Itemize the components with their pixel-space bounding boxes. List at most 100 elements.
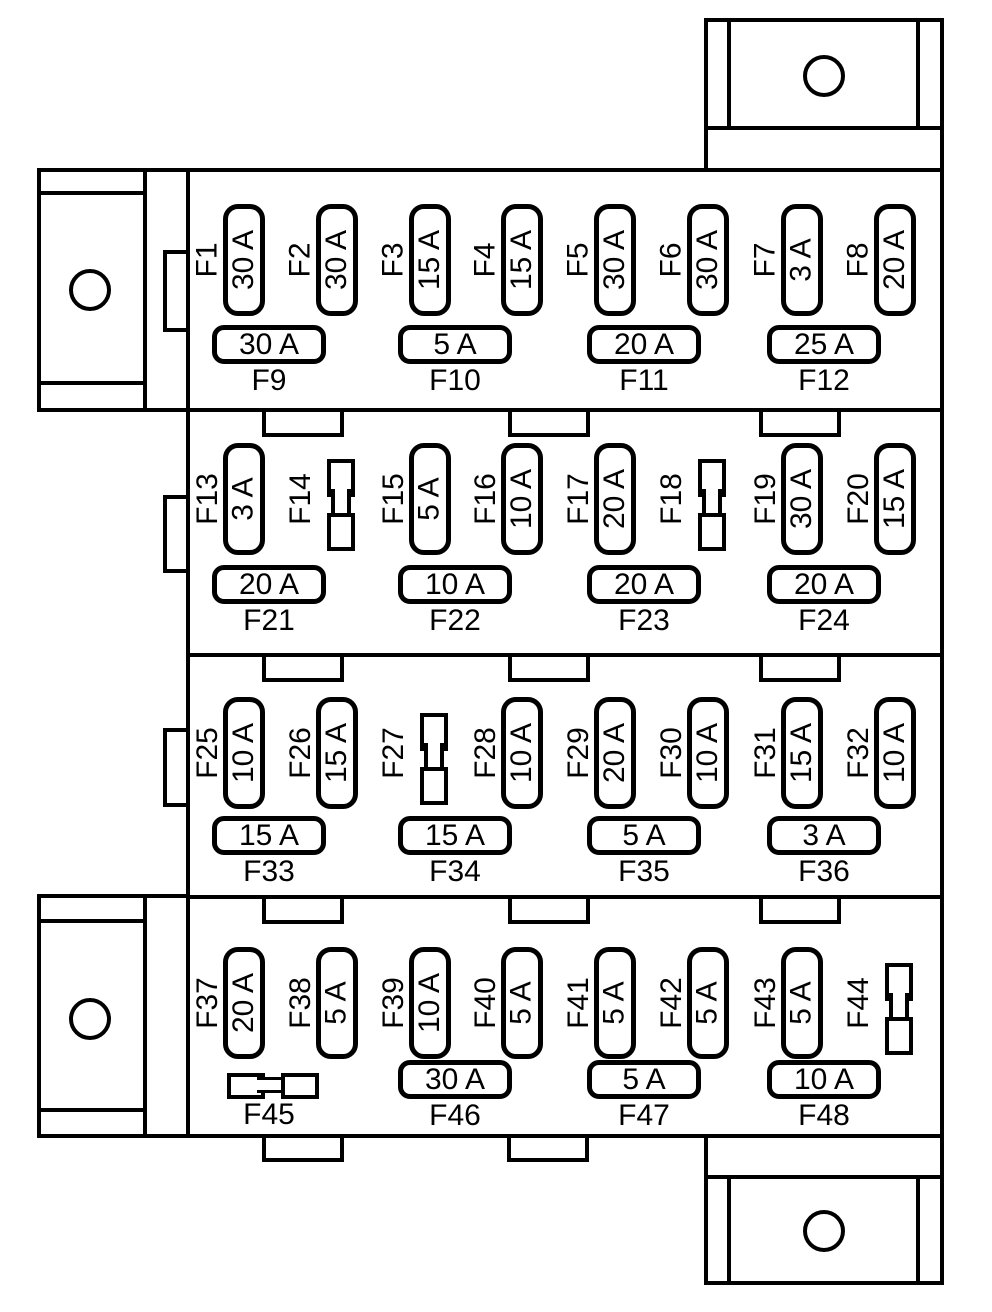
fuse-F10-text: 5 A — [433, 327, 477, 361]
fuse-label-F30: F30 — [652, 697, 692, 809]
fuse-label-F5: F5 — [559, 204, 599, 316]
spare-fuse-part — [257, 1077, 281, 1093]
bracket-divider — [704, 1175, 944, 1179]
bracket-flange — [37, 919, 147, 923]
fuse-F16-text: 10 A — [505, 468, 538, 530]
fuse-label-F3: F3 — [374, 204, 414, 316]
fuse-F11-text: 20 A — [613, 327, 675, 361]
fuse-label-F36: F36 — [767, 857, 881, 887]
fuse-F26: 15 A — [316, 697, 358, 809]
bracket-flange — [727, 18, 731, 130]
fuse-label-F47-text: F47 — [618, 1099, 670, 1132]
fuse-label-F40-text: F40 — [469, 977, 503, 1029]
fuse-F21-text: 20 A — [238, 567, 300, 601]
fuse-F43-text: 5 A — [785, 981, 818, 1025]
fuse-label-F48: F48 — [767, 1101, 881, 1131]
fuse-label-F46: F46 — [398, 1101, 512, 1131]
fuse-label-F42-text: F42 — [655, 977, 689, 1029]
fuse-F25-text: 10 A — [227, 722, 260, 784]
fuse-F34-text: 15 A — [424, 818, 486, 852]
fuse-label-F44: F44 — [839, 947, 879, 1059]
fuse-label-F15-text: F15 — [377, 473, 411, 525]
fuse-F17-text: 20 A — [598, 468, 631, 530]
fuse-label-F15: F15 — [374, 443, 414, 555]
fuse-label-F14-text: F14 — [284, 473, 318, 525]
fuse-F35: 5 A — [587, 816, 701, 855]
fuse-label-F43-text: F43 — [749, 977, 783, 1029]
fuse-label-F9-text: F9 — [251, 364, 287, 397]
fuse-F29: 20 A — [594, 697, 636, 809]
fuse-label-F21-text: F21 — [243, 604, 295, 637]
fuse-label-F16-text: F16 — [469, 473, 503, 525]
fuse-label-F6-text: F6 — [654, 242, 688, 278]
fuse-F48-text: 10 A — [793, 1062, 855, 1096]
bracket-divider — [143, 894, 147, 1138]
fuse-F15-text: 5 A — [413, 477, 446, 521]
connector-tab — [508, 895, 590, 924]
fuse-label-F10: F10 — [398, 366, 512, 396]
bracket-flange — [37, 1108, 147, 1112]
fuse-F20-text: 15 A — [878, 468, 911, 530]
fuse-label-F33-text: F33 — [243, 855, 295, 888]
fuse-label-F32: F32 — [839, 697, 879, 809]
fuse-label-F28-text: F28 — [469, 727, 503, 779]
fuse-F46: 30 A — [398, 1060, 512, 1099]
fuse-F25: 10 A — [223, 697, 265, 809]
fuse-label-F14: F14 — [281, 443, 321, 555]
fuse-label-F39: F39 — [374, 947, 414, 1059]
fuse-F28-text: 10 A — [505, 722, 538, 784]
fuse-F40: 5 A — [501, 947, 543, 1059]
mounting-hole — [803, 55, 845, 97]
bracket-flange — [37, 191, 147, 195]
fuse-label-F36-text: F36 — [798, 855, 850, 888]
fuse-label-F39-text: F39 — [377, 977, 411, 1029]
fuse-F3-text: 15 A — [413, 229, 446, 291]
fuse-label-F22-text: F22 — [429, 604, 481, 637]
fuse-label-F40: F40 — [466, 947, 506, 1059]
fuse-label-F45: F45 — [212, 1100, 326, 1130]
spare-fuse-part — [281, 1073, 319, 1099]
bracket-flange — [727, 1179, 731, 1285]
connector-tab — [759, 895, 841, 924]
fuse-F41-text: 5 A — [598, 981, 631, 1025]
fuse-F36-text: 3 A — [802, 818, 846, 852]
fuse-F17: 20 A — [594, 443, 636, 555]
fuse-F39-text: 10 A — [413, 972, 446, 1034]
fuse-label-F1-text: F1 — [190, 242, 224, 278]
spare-fuse-symbol-F45 — [227, 1073, 319, 1099]
fuse-label-F32-text: F32 — [842, 727, 876, 779]
fuse-F10: 5 A — [398, 325, 512, 364]
connector-tab — [508, 408, 590, 437]
fuse-label-F31-text: F31 — [749, 727, 783, 779]
fuse-label-F34-text: F34 — [429, 855, 481, 888]
fuse-label-F17: F17 — [559, 443, 599, 555]
fuse-F2-text: 30 A — [320, 229, 353, 291]
bracket-divider — [704, 126, 944, 130]
connector-tab — [507, 1134, 589, 1162]
fuse-label-F24-text: F24 — [798, 604, 850, 637]
fuse-F33: 15 A — [212, 816, 326, 855]
fuse-F19-text: 30 A — [785, 468, 818, 530]
fuse-label-F29: F29 — [559, 697, 599, 809]
fuse-F24-text: 20 A — [793, 567, 855, 601]
fuse-F35-text: 5 A — [622, 818, 666, 852]
fuse-label-F26: F26 — [281, 697, 321, 809]
fuse-F7-text: 3 A — [785, 238, 818, 282]
fuse-F37: 20 A — [223, 947, 265, 1059]
spare-fuse-symbol-F27 — [420, 713, 448, 805]
fuse-F38-text: 5 A — [320, 981, 353, 1025]
fuse-F40-text: 5 A — [505, 981, 538, 1025]
spare-fuse-symbol-F14 — [327, 459, 355, 551]
fuse-label-F42: F42 — [652, 947, 692, 1059]
fuse-F43: 5 A — [781, 947, 823, 1059]
fuse-F22-text: 10 A — [424, 567, 486, 601]
fuse-F39: 10 A — [409, 947, 451, 1059]
mounting-bracket-bottom-left — [37, 894, 190, 1138]
fuse-F36: 3 A — [767, 816, 881, 855]
fuse-F12-text: 25 A — [793, 327, 855, 361]
fuse-label-F46-text: F46 — [429, 1099, 481, 1132]
fuse-label-F45-text: F45 — [243, 1098, 295, 1131]
fuse-F29-text: 20 A — [598, 722, 631, 784]
spare-fuse-part — [424, 743, 444, 767]
